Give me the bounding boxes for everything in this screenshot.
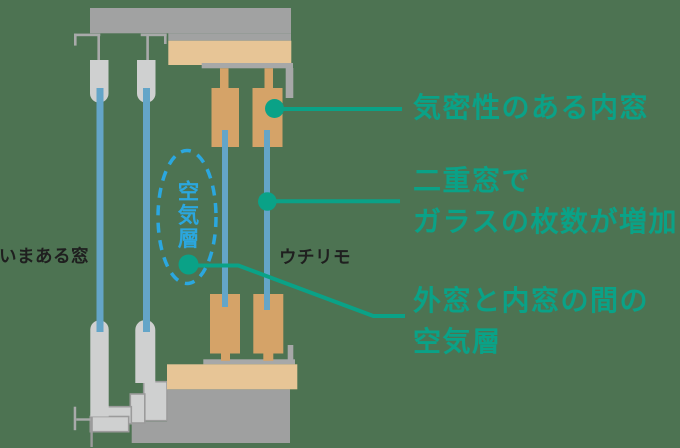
dot-airtight-inner-window (265, 99, 284, 118)
existing-sash-bottom-inner (135, 320, 156, 383)
sill-edge-line (90, 413, 93, 447)
annotation-line: 気密性のある内窓 (413, 92, 650, 123)
inner-window-top-rail (201, 63, 293, 69)
head-jamb-step (168, 33, 291, 41)
inner-window-top-bracket (285, 68, 294, 98)
air-layer-badge: 空気層 (175, 180, 199, 251)
existing-window-bottom-sashes (90, 320, 156, 417)
existing-sash-top-outer (90, 60, 109, 103)
outdoor-trim-horizontal (76, 418, 91, 421)
hanger-drop-right (146, 35, 149, 61)
inner-window-bottom-bracket (287, 345, 294, 364)
annotation-airtight-inner-window: 気密性のある内窓 (413, 87, 649, 128)
outdoor-trim-vertical (73, 406, 77, 431)
existing-window-label: いまある窓 (0, 246, 89, 266)
head-jamb (90, 8, 291, 34)
existing-sash-top-inner (137, 60, 156, 103)
head-frame (90, 8, 294, 98)
inner-sash-tip-right (263, 353, 274, 361)
glass-panes (96, 88, 270, 332)
annotation-line: 外窓と内窓の間の (413, 285, 650, 316)
base-block-right (167, 389, 290, 443)
existing-sash-bottom-outer (90, 320, 109, 417)
inner-sash-neck-right (264, 68, 273, 89)
connector-air-gap (197, 263, 405, 318)
hanger-rail-right (140, 33, 167, 37)
sill-step-high (142, 380, 168, 422)
hanger-rail-left (74, 33, 101, 37)
head-wood-trim (168, 40, 292, 65)
annotation-line: ガラスの枚数が増加 (413, 206, 678, 237)
callout-connectors (197, 107, 405, 318)
existing-window-top-sashes (90, 60, 156, 103)
annotation-line: 二重窓で (413, 165, 532, 196)
annotation-air-gap: 外窓と内窓の間の 空気層 (413, 280, 649, 362)
existing-window-hangers (74, 33, 167, 61)
inner-window-bottom-sashes (210, 294, 284, 361)
sill-wood-trim (167, 364, 298, 390)
air-layer-dashed-ellipse (156, 148, 218, 286)
hanger-tick-left (74, 33, 77, 46)
base-block-left (131, 421, 168, 443)
sill-step-pad (89, 415, 130, 433)
inner-sash-neck-left (220, 68, 229, 89)
hanger-drop-left (97, 35, 100, 61)
dot-double-window-glass (258, 192, 277, 211)
inner-glass-pane-outer (222, 130, 228, 307)
callout-dots (178, 99, 284, 275)
inner-window-bottom-frame (167, 294, 298, 390)
existing-glass-pane-outer (96, 88, 104, 332)
product-name-label: ウチリモ (279, 247, 351, 267)
sill-step-mid (129, 393, 146, 424)
hanger-tick-right (164, 35, 167, 44)
annotation-double-window: 二重窓で ガラスの枚数が増加 (413, 160, 678, 242)
inner-sash-tip-left (221, 353, 230, 361)
existing-glass-pane-inner (143, 88, 150, 332)
annotation-line: 空気層 (413, 326, 502, 357)
inner-glass-pane-inner (264, 130, 270, 310)
dot-air-layer (178, 254, 199, 275)
inner-window-bottom-rail (203, 359, 295, 365)
